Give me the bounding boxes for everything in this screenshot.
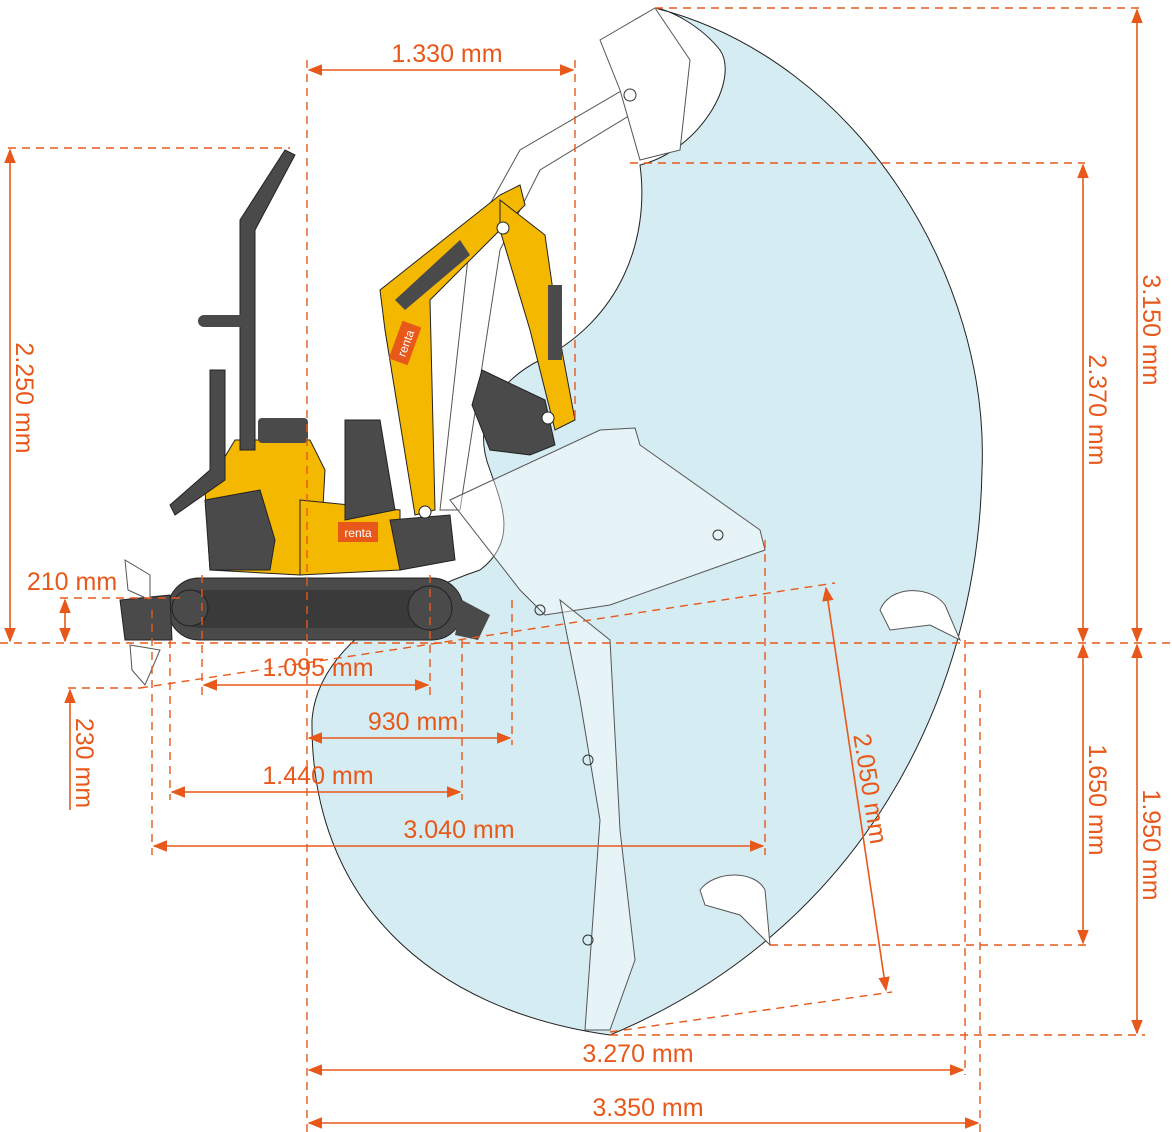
reference-lines [0,7,1172,1132]
label-track-length: 1.440 mm [262,762,373,790]
label-transport-length: 3.040 mm [403,816,514,844]
label-blade-lift: 210 mm [27,568,117,596]
renta-logo-body: renta [338,522,378,542]
label-top-width: 1.330 mm [391,40,502,68]
bucket-icons [699,590,961,947]
label-vertical-dig-depth: 1.650 mm [1083,744,1111,855]
excavator-machine [119,149,576,686]
renta-logo-boom: renta [388,320,422,366]
working-range-envelope [311,7,983,1036]
label-max-dump-height: 2.370 mm [1083,354,1111,465]
dimension-arrows [4,8,1143,1129]
label-max-dig-height: 3.150 mm [1137,274,1165,385]
label-max-reach: 3.350 mm [592,1094,703,1122]
ghost-arm-extended [449,427,766,1031]
dozer-blade [119,594,173,641]
label-blade-drop: 230 mm [70,718,98,808]
label-reach-ground: 3.270 mm [582,1040,693,1068]
logo-text: renta [344,526,372,540]
label-track-center: 1.095 mm [262,654,373,682]
label-max-dig-depth: 1.950 mm [1137,789,1165,900]
label-overall-height: 2.250 mm [10,342,38,453]
label-tail-swing: 930 mm [368,708,458,736]
